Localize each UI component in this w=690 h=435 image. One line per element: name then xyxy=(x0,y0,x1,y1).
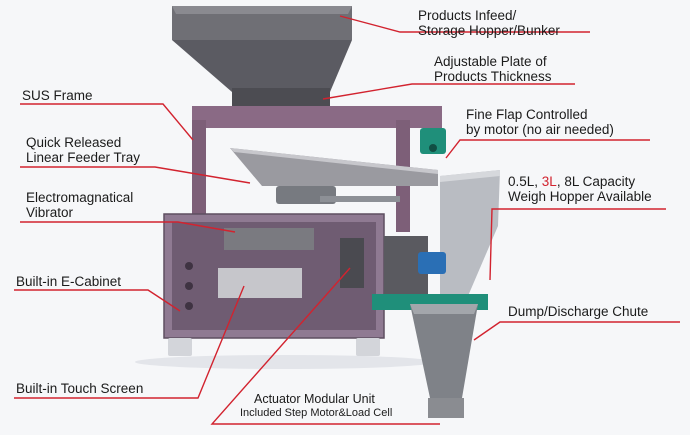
label-fine-flap: Fine Flap Controlled by motor (no air ne… xyxy=(466,107,614,137)
discharge-chute xyxy=(410,304,478,398)
foot-right xyxy=(356,338,380,356)
leader-dump-chute xyxy=(473,321,680,341)
leader-actuator xyxy=(210,267,440,425)
touch-screen xyxy=(218,268,302,298)
label-vibrator: Electromagnatical Vibrator xyxy=(26,190,134,220)
tray-bracket xyxy=(320,196,400,202)
leader-fine-flap xyxy=(445,139,650,159)
label-capacity: 0.5L, 3L, 8L Capacity Weigh Hopper Avail… xyxy=(508,174,652,204)
leader-sus-frame xyxy=(20,103,194,141)
leader-e-cabinet xyxy=(14,289,181,312)
leader-infeed-hopper xyxy=(339,15,590,33)
capacity-highlight: 3L xyxy=(541,174,557,189)
label-thickness-plate: Adjustable Plate of Products Thickness xyxy=(434,54,552,84)
frame-top-beam xyxy=(192,106,442,128)
leader-lines xyxy=(14,15,680,425)
leader-capacity xyxy=(489,208,666,281)
chute-rim xyxy=(410,304,478,314)
label-actuator: Actuator Modular Unit Included Step Moto… xyxy=(240,392,393,419)
hopper-rim xyxy=(172,6,352,14)
weigh-hopper-rim xyxy=(440,170,500,182)
label-feeder-tray: Quick Released Linear Feeder Tray xyxy=(26,135,141,165)
leader-feeder-tray xyxy=(20,166,251,184)
label-sus-frame: SUS Frame xyxy=(22,88,93,103)
hopper-top-face xyxy=(172,6,352,40)
hopper-taper xyxy=(172,40,352,92)
label-dump-chute: Dump/Discharge Chute xyxy=(508,304,649,319)
floor-shadow xyxy=(135,355,435,369)
frame-left-post xyxy=(192,120,206,218)
foot-left xyxy=(168,338,192,356)
label-e-cabinet: Built-in E-Cabinet xyxy=(16,274,122,289)
flap-motor xyxy=(420,128,446,154)
leader-thickness-plate xyxy=(322,83,575,100)
flap-motor-shaft xyxy=(429,144,437,152)
weigh-hopper xyxy=(440,170,500,296)
cabinet-knob-2 xyxy=(185,282,193,290)
cabinet-knob-3 xyxy=(185,302,193,310)
feeder-tray-edge xyxy=(230,148,438,174)
load-cell xyxy=(340,238,364,288)
step-motor xyxy=(418,252,446,274)
vibrator-unit xyxy=(224,228,314,250)
feeder-tray xyxy=(230,148,438,186)
cabinet-knob-1 xyxy=(185,262,193,270)
label-touch-screen: Built-in Touch Screen xyxy=(16,381,144,396)
chute-outlet xyxy=(428,398,464,418)
leader-touch-screen xyxy=(14,285,245,399)
leader-vibrator xyxy=(20,221,236,233)
label-infeed-hopper: Products Infeed/ Storage Hopper/Bunker xyxy=(418,8,560,38)
